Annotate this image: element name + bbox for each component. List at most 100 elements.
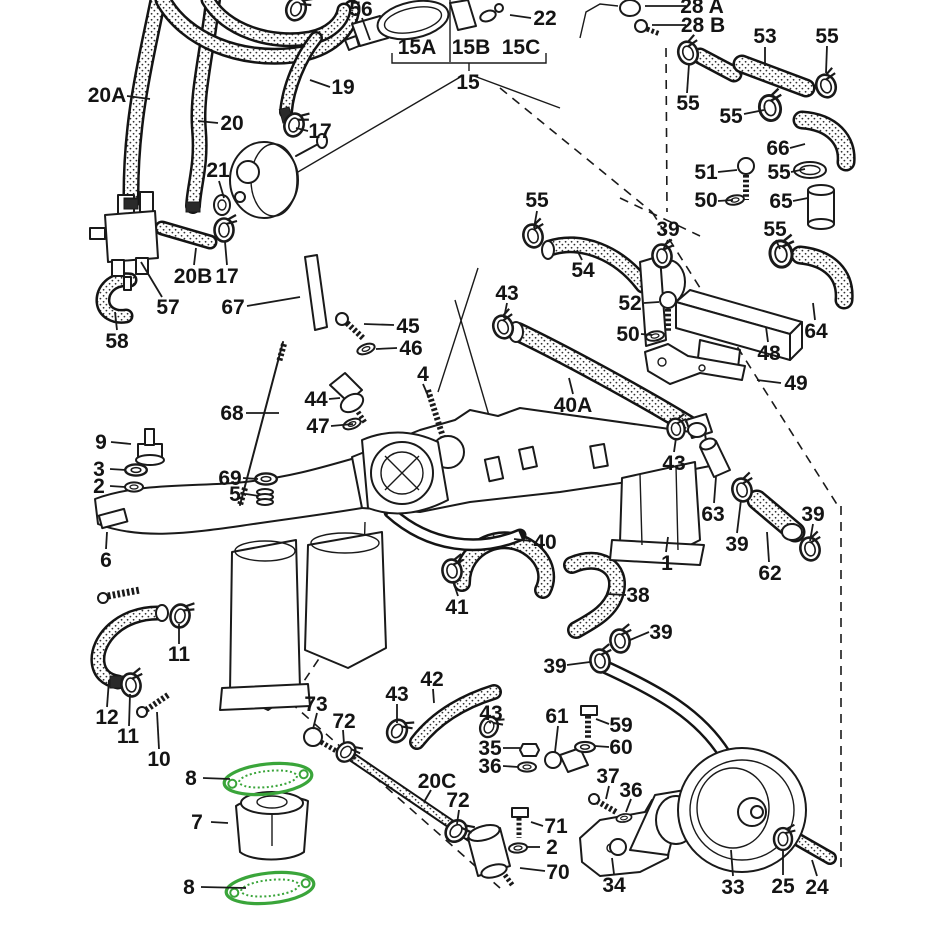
part-label-43: 43 <box>385 683 408 706</box>
part-label-2: 2 <box>93 475 105 498</box>
part-label-67: 67 <box>221 296 244 319</box>
part-label-50: 50 <box>616 323 639 346</box>
part-label-45: 45 <box>396 315 420 338</box>
leader-line <box>456 809 460 825</box>
leader-line <box>105 531 108 550</box>
leader-lines-layer <box>105 5 828 889</box>
part-label-2: 2 <box>546 836 558 859</box>
part-label-5: 5 <box>229 483 241 506</box>
leader-line <box>530 821 544 827</box>
leader-line <box>202 777 231 780</box>
leader-line <box>766 531 770 563</box>
part-label-61: 61 <box>545 705 569 728</box>
leader-line <box>765 326 769 343</box>
leader-line <box>375 347 398 350</box>
leader-line <box>825 45 828 74</box>
part-label-43: 43 <box>662 452 685 475</box>
leader-line <box>309 79 331 88</box>
part-label-50: 50 <box>694 189 717 212</box>
leader-line <box>513 538 532 542</box>
parts-layer <box>89 0 835 888</box>
leader-line <box>713 476 717 504</box>
leader-line <box>686 63 690 94</box>
part-label-34: 34 <box>602 874 626 897</box>
part-label-20: 20 <box>220 112 243 135</box>
part-label-39: 39 <box>543 655 566 678</box>
part-label-57: 57 <box>156 296 179 319</box>
part-label-71: 71 <box>544 815 568 838</box>
part-label-12: 12 <box>95 706 118 729</box>
part-label-69: 69 <box>218 467 241 490</box>
part-label-66: 66 <box>766 137 789 160</box>
part-label-7: 7 <box>191 811 203 834</box>
leader-line <box>342 729 345 745</box>
leader-line <box>140 261 163 298</box>
leader-line <box>789 143 806 149</box>
part-label-44: 44 <box>304 388 328 411</box>
leader-line <box>606 593 627 596</box>
leader-line <box>224 241 228 266</box>
leader-line <box>717 199 734 202</box>
part-label-20A: 20A <box>88 84 127 107</box>
leader-line <box>812 302 816 321</box>
part-label-53: 53 <box>753 25 776 48</box>
leader-line <box>110 441 132 445</box>
leader-line <box>717 169 738 173</box>
part-label-1: 1 <box>661 552 673 575</box>
leader-line <box>245 493 260 497</box>
highlighted-gaskets <box>222 761 316 906</box>
leader-line <box>568 377 574 395</box>
leader-line <box>809 523 814 542</box>
reference-line <box>437 267 479 393</box>
part-label-59: 59 <box>609 714 632 737</box>
leader-line <box>312 712 318 730</box>
dashed-construction-line <box>651 211 839 507</box>
leader-line <box>673 437 677 453</box>
dashed-construction-line <box>665 47 668 213</box>
leader-line <box>611 857 615 875</box>
part-label-6: 6 <box>100 549 112 572</box>
part-label-47: 47 <box>306 415 329 438</box>
part-label-54: 54 <box>571 259 595 282</box>
part-label-17: 17 <box>215 265 238 288</box>
part-label-39: 39 <box>656 218 679 241</box>
leader-line <box>109 485 126 488</box>
part-label-36: 36 <box>478 755 501 778</box>
leader-line <box>246 296 301 307</box>
part-label-51: 51 <box>694 161 718 184</box>
part-label-68: 68 <box>220 402 244 425</box>
leader-line <box>743 109 765 115</box>
leader-line <box>128 693 131 727</box>
part-label-8: 8 <box>185 767 197 790</box>
leader-line <box>595 718 610 725</box>
part-label-55: 55 <box>767 161 791 184</box>
leader-line <box>554 725 559 753</box>
leader-line <box>242 477 259 480</box>
leader-line <box>736 499 742 534</box>
leader-line <box>422 383 430 399</box>
leader-line <box>566 661 591 666</box>
part-label-36: 36 <box>619 779 642 802</box>
leader-line <box>640 333 653 336</box>
part-label-49: 49 <box>784 372 807 395</box>
leader-line <box>197 120 219 124</box>
part-label-4: 4 <box>417 363 429 386</box>
part-label-55: 55 <box>676 92 700 115</box>
leader-line <box>193 247 197 266</box>
leader-line <box>328 397 341 400</box>
part-label-3: 3 <box>93 458 105 481</box>
part-label-35: 35 <box>478 737 502 760</box>
leader-line <box>605 785 610 800</box>
part-label-11: 11 <box>117 725 140 748</box>
leader-line <box>330 423 354 427</box>
part-label-39: 39 <box>725 533 748 556</box>
part-label-19: 19 <box>331 76 354 99</box>
part-label-33: 33 <box>721 876 744 899</box>
part-label-41: 41 <box>445 596 469 619</box>
part-label-60: 60 <box>609 736 632 759</box>
part-label-46: 46 <box>399 337 422 360</box>
leader-line <box>756 379 782 384</box>
part-label-15C: 15C <box>502 36 541 59</box>
leader-line <box>488 721 492 724</box>
